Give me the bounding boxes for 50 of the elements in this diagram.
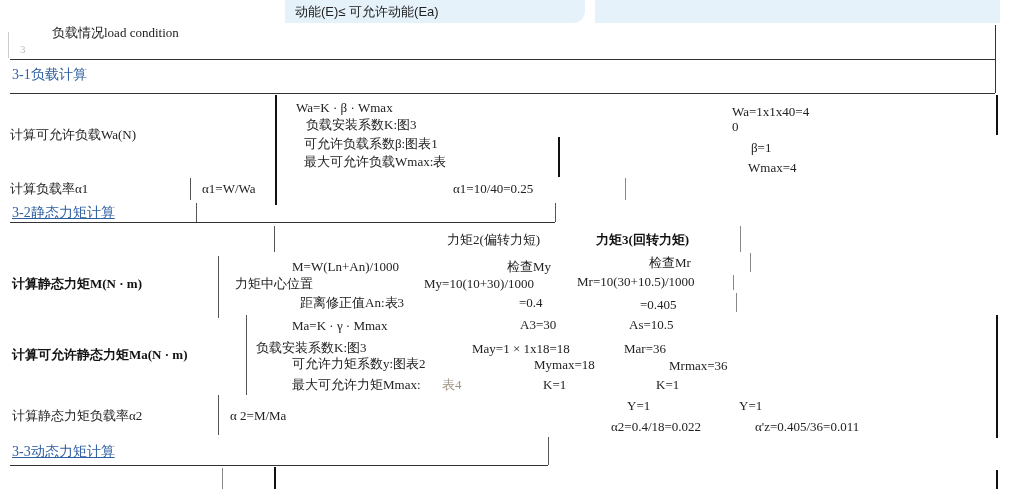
text-label: =0.4	[519, 296, 543, 309]
text-label: 力矩中心位置	[235, 277, 313, 290]
text-label: 检查My	[507, 260, 552, 273]
text-label: 检查Mr	[649, 256, 691, 269]
text-label: May=1 × 1x18=18	[472, 342, 570, 355]
text-label: α1=W/Wa	[202, 182, 256, 195]
text-label: Wmax=4	[748, 161, 797, 174]
text-label: 计算静态力矩M(N · m)	[12, 277, 142, 290]
text-label: 力矩2(偏转力短)	[447, 233, 541, 246]
text-label: 最大可允许负载Wmax:表	[304, 155, 447, 168]
text-label: 可允许负载系数β:图表1	[304, 137, 438, 150]
text-label: 计算可允许静态力矩Ma(N · m)	[12, 348, 188, 361]
text-label: 计算静态力矩负载率α2	[12, 409, 143, 422]
text-label: A3=30	[520, 318, 557, 331]
text-label: K=1	[656, 378, 680, 391]
text-label: K=1	[543, 378, 567, 391]
section-heading: 3-2静态力矩计算	[12, 206, 115, 220]
text-label: 负载情况load condition	[52, 26, 179, 39]
text-label: 0	[732, 120, 739, 133]
text-label: Y=1	[739, 399, 763, 412]
text-label: Mymax=18	[534, 358, 595, 371]
text-label: α1=10/40=0.25	[453, 182, 534, 195]
text-label: 可允许力矩系数y:图表2	[292, 357, 426, 370]
text-label: Mar=36	[624, 342, 666, 355]
text-label: α2=0.4/18=0.022	[611, 420, 702, 433]
banner-band: 动能(E)≤ 可允许动能(Ea)	[285, 0, 585, 23]
text-label: α'z=0.405/36=0.011	[755, 420, 860, 433]
text-label: Wa=1x1x40=4	[732, 105, 810, 118]
text-label: β=1	[751, 141, 772, 154]
section-heading: 3-3动态力矩计算	[12, 445, 115, 459]
text-label: =0.405	[640, 298, 677, 311]
text-label: 力矩3(回转力矩)	[596, 233, 690, 246]
text-label: M=W(Ln+An)/1000	[292, 260, 400, 273]
text-label: Y=1	[627, 399, 651, 412]
text-label: Mr=10(30+10.5)/1000	[577, 275, 695, 288]
text-label: 计算可允许负载Wa(N)	[10, 128, 137, 141]
text-label: 距离修正值An:表3	[300, 296, 404, 309]
text-label: 负载安装系数K:图3	[306, 118, 417, 131]
text-label: 计算负载率α1	[10, 182, 89, 195]
text-label: 3	[20, 44, 26, 55]
text-label: My=10(10+30)/1000	[424, 277, 534, 290]
text-label: Ma=K · γ · Mmax	[292, 319, 388, 332]
text-label: α 2=M/Ma	[230, 409, 287, 422]
text-label: 表4	[442, 378, 462, 391]
text-label: 负载安装系数K:图3	[256, 341, 367, 354]
text-label: 最大可允许力矩Mmax:	[292, 378, 421, 391]
section-heading: 3-1负载计算	[12, 68, 87, 82]
text-label: As=10.5	[629, 318, 674, 331]
text-label: Wa=K · β · Wmax	[296, 101, 393, 114]
text-label: Mrmax=36	[669, 359, 728, 372]
